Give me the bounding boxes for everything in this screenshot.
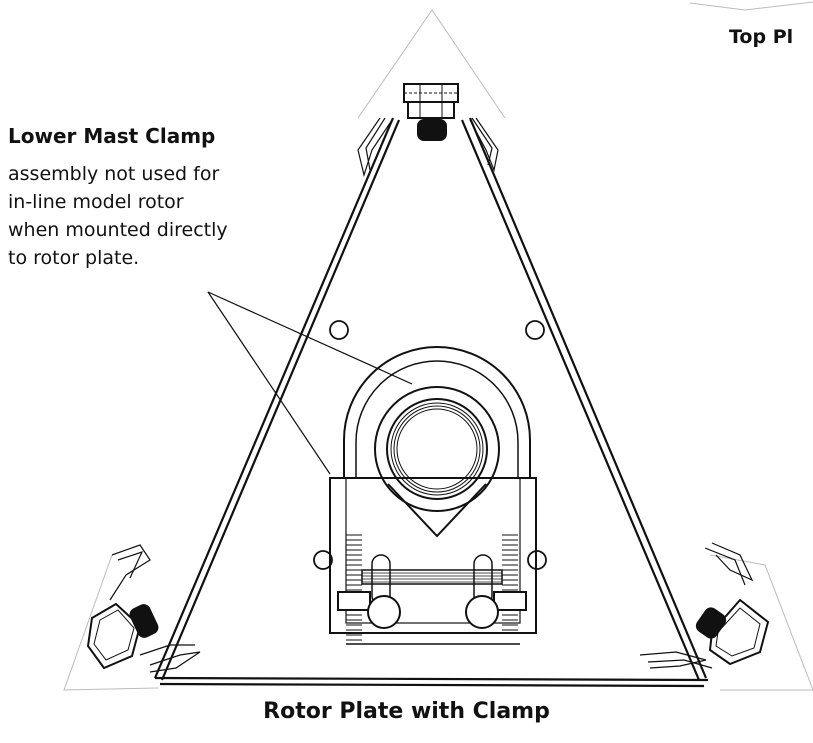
corner-guides <box>63 1 813 691</box>
figure-caption: Rotor Plate with Clamp <box>263 699 550 724</box>
mounting-holes <box>313 320 547 570</box>
clamp-desc-line: when mounted directly <box>8 219 228 241</box>
mast-clamp <box>329 346 537 645</box>
clamp-desc-line: in-line model rotor <box>8 191 184 213</box>
bottom-right-corner <box>639 542 754 669</box>
plate-outline <box>153 117 709 688</box>
clamp-desc-line: assembly not used for <box>8 163 220 185</box>
top-plate-label: Top Pl <box>729 26 794 48</box>
top-bolt <box>403 83 459 141</box>
top-flanges <box>357 117 499 178</box>
clamp-desc-line: to rotor plate. <box>8 247 140 269</box>
leader-lines <box>207 291 413 475</box>
bottom-right-bolt <box>695 598 770 666</box>
bottom-left-bolt <box>86 602 159 670</box>
bottom-left-corner <box>109 544 201 673</box>
clamp-description: assembly not used for in-line model roto… <box>8 160 228 272</box>
clamp-title: Lower Mast Clamp <box>8 124 216 148</box>
